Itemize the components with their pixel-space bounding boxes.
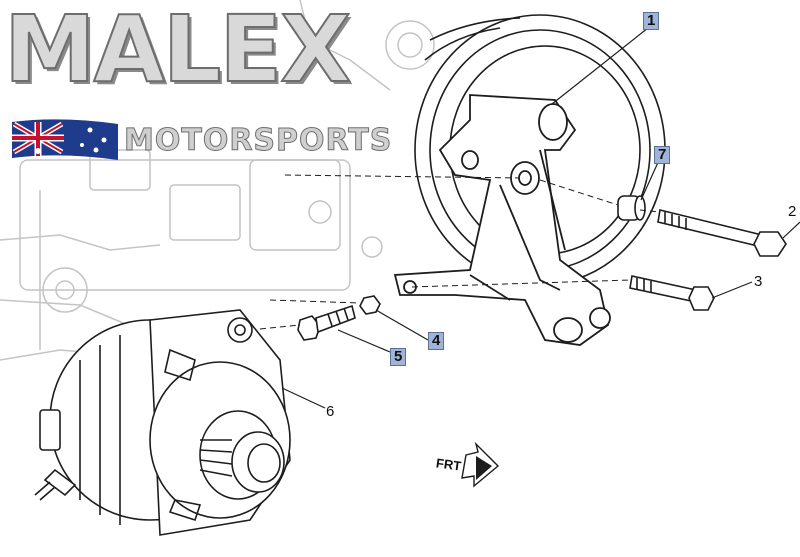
callout-6: 6 <box>326 403 335 420</box>
alternator <box>34 309 291 536</box>
australian-flag-icon <box>12 119 118 160</box>
bolt-stud <box>359 295 381 315</box>
callout-2: 2 <box>788 203 797 220</box>
callout-3: 3 <box>754 273 763 290</box>
callout-4: 4 <box>428 332 445 350</box>
long-bolt <box>657 209 787 257</box>
bracket-spacer <box>617 195 646 221</box>
alignment-lines <box>249 174 661 331</box>
leader-lines <box>281 27 800 409</box>
alternator-bracket <box>393 94 611 346</box>
watermark-logo-text: MALEX <box>3 0 352 103</box>
callout-5: 5 <box>390 348 407 366</box>
medium-bolt <box>629 275 715 311</box>
watermark-logo-subtext: MOTORSPORTS <box>123 123 393 158</box>
callout-1: 1 <box>643 12 660 30</box>
short-bolt <box>297 304 356 341</box>
callout-7: 7 <box>654 146 671 164</box>
front-arrow-icon <box>461 441 500 488</box>
